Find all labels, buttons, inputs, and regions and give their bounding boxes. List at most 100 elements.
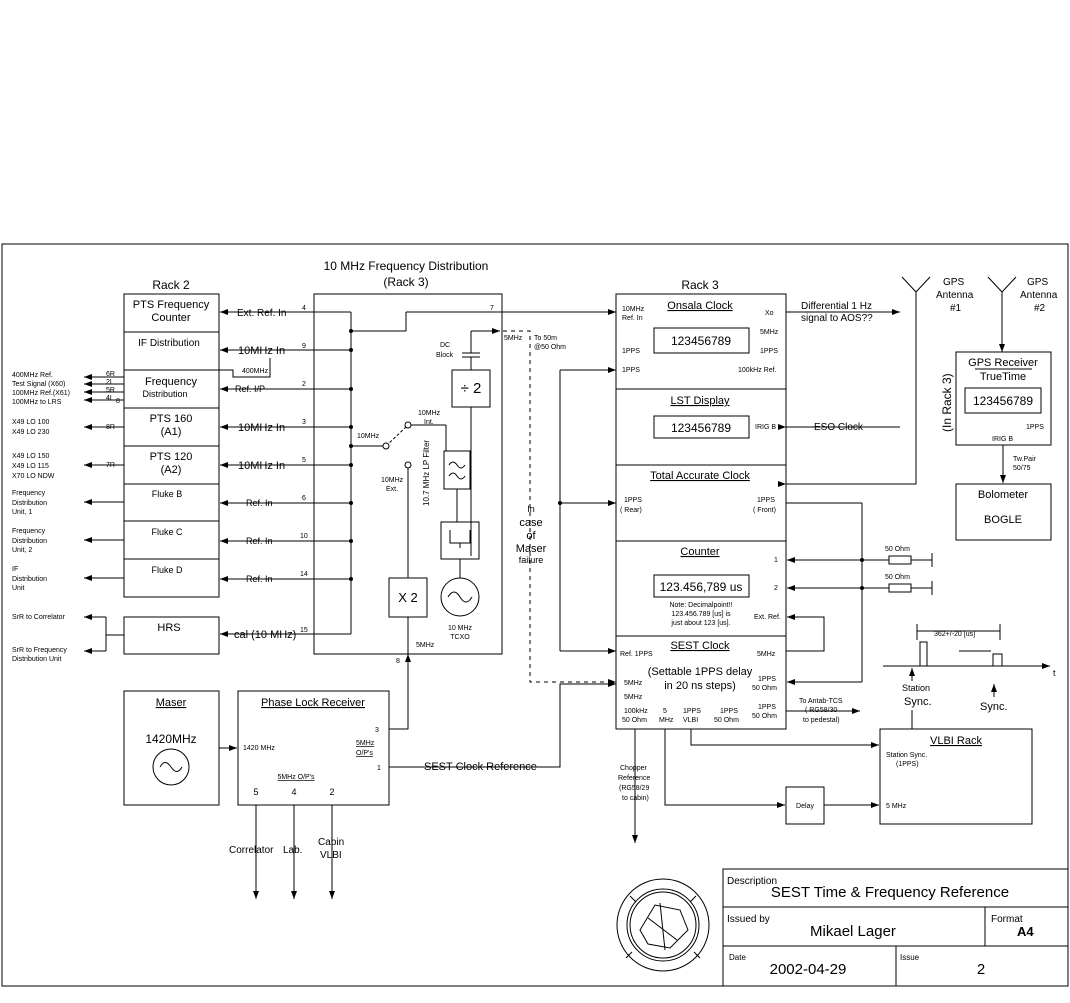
onsala-1pps-r: 1PPS xyxy=(760,348,778,355)
gps-receiver-subtitle: TrueTime xyxy=(980,371,1026,383)
hrs-label: HRS xyxy=(157,622,180,634)
counter-input-1: 1 xyxy=(774,557,778,564)
counter-input-2: 2 xyxy=(774,585,778,592)
observatory-seal-logo xyxy=(616,878,710,972)
switch-ext-2: Ext. xyxy=(386,486,398,493)
switch-ext: 10MHz xyxy=(381,477,404,484)
port-6r: 6R xyxy=(106,371,115,378)
onsala-5mhz: 5MHz xyxy=(760,329,779,336)
lst-display-box xyxy=(653,415,750,439)
lst-irig-b: IRIG B xyxy=(755,424,776,431)
port-15: 15 xyxy=(300,627,308,634)
gps-antenna-2-label-2: Antenna xyxy=(1020,290,1058,301)
link-10mhz-in-b: 10MHz In xyxy=(238,422,285,434)
sest-5mhz-l2: 5MHz xyxy=(624,694,643,701)
distribution-internals xyxy=(382,328,616,685)
pts120-sub: (A2) xyxy=(161,464,182,476)
sest-1pps-b-2: 50 Ohm xyxy=(714,717,739,724)
port-2l: 2L xyxy=(106,379,114,386)
onsala-clock-display: 123456789 xyxy=(671,334,731,348)
sest-100khz: 100kHz xyxy=(624,708,648,715)
issue-label: Issue xyxy=(900,953,920,962)
maser-oscillator-icon xyxy=(152,748,190,786)
sest-clock-reference-label: SEST Clock Reference xyxy=(424,761,537,773)
output-100mhz-ref: 100MHz Ref.(X61) xyxy=(12,390,70,397)
station-sync: Station xyxy=(902,683,930,693)
plr-5mhz-bottom: 5MHz O/P's xyxy=(277,774,315,781)
sest-1pps-50ohm-2: 50 Ohm xyxy=(752,685,777,692)
sest-5mhz-l1: 5MHz xyxy=(624,680,643,687)
rack3-title: Rack 3 xyxy=(681,278,719,292)
plr-port-5: 5 xyxy=(253,787,258,797)
issued-by-label: Issued by xyxy=(727,914,770,925)
tac-title: Total Accurate Clock xyxy=(650,470,750,482)
switch-int-2: Int. xyxy=(424,419,434,426)
chopper-label-3: (RG58/29 xyxy=(619,785,649,792)
tac-front-2: ( Front) xyxy=(753,507,776,514)
chopper-label-4: to cabin) xyxy=(622,795,649,802)
fluke-d-label: Fluke D xyxy=(151,565,183,575)
format-label: Format xyxy=(991,914,1023,925)
onsala-clock-display-box xyxy=(653,327,750,354)
rack3-block xyxy=(615,293,787,730)
counter-note-1: Note: Decimalpoint!! xyxy=(669,602,732,609)
bolometer-title: Bolometer xyxy=(978,489,1028,501)
port-8: 8 xyxy=(116,398,120,405)
antab-label-3: to pedestal) xyxy=(803,717,840,724)
onsala-100khz: 100kHz Ref. xyxy=(738,367,777,374)
counter-display-value: 123.456,789 us xyxy=(660,580,743,594)
plr-output-3: 3 xyxy=(375,727,379,734)
tcxo-label: 10 MHz xyxy=(448,625,473,632)
sest-1pps-vlbi-2: VLBI xyxy=(683,717,698,724)
frequency-distribution-label: Frequency xyxy=(145,376,197,388)
maser-failure-3: of xyxy=(526,530,536,542)
sest-5mhz-r: 5MHz xyxy=(757,651,776,658)
port-10: 10 xyxy=(300,533,308,540)
gps-display-box xyxy=(964,387,1042,414)
chopper-label: Chopper xyxy=(620,765,648,772)
title-block xyxy=(722,868,1069,987)
output-fdu2-3: Unit, 2 xyxy=(12,547,32,554)
counter-ext-ref: Ext. Ref. xyxy=(754,614,781,621)
onsala-1pps-l2: 1PPS xyxy=(622,367,640,374)
onsala-1pps-l1: 1PPS xyxy=(622,348,640,355)
frequency-distribution-label-2: Distribution xyxy=(142,389,187,399)
vlbi-rack-block xyxy=(879,728,1033,825)
counter-note-3: just about 123 [us]. xyxy=(670,620,730,627)
output-400mhz-ref: 400MHz Ref. xyxy=(12,372,53,379)
left-outputs: 400MHz Ref. Test Signal (X60) 100MHz Ref… xyxy=(12,371,124,663)
maser-failure-4: Maser xyxy=(516,543,547,555)
plr-port-2: 2 xyxy=(329,787,334,797)
port-8r: 8R xyxy=(106,424,115,431)
port-8-bottom: 8 xyxy=(396,658,400,665)
lst-display-title: LST Display xyxy=(670,395,730,407)
output-fdu1-3: Unit, 1 xyxy=(12,509,32,516)
diff-1hz-label: Differential 1 Hz xyxy=(801,301,872,312)
port-2: 2 xyxy=(302,381,306,388)
port-9: 9 xyxy=(302,343,306,350)
pts-frequency-counter-label: PTS Frequency xyxy=(133,299,210,311)
lp-filter-label: 10.7 MHz LP Filter xyxy=(422,440,431,506)
plr-5mhz-ops: 5MHz xyxy=(356,740,375,747)
sest-desc: (Settable 1PPS delay xyxy=(648,666,753,678)
bolometer-bogle: BOGLE xyxy=(984,514,1022,526)
to-sest-label-2: @50 Ohm xyxy=(534,344,566,351)
sest-100khz-2: 50 Ohm xyxy=(622,717,647,724)
output-fdu1-2: Distribution xyxy=(12,500,47,507)
sest-clock-title: SEST Clock xyxy=(670,640,730,652)
rack3-wiring xyxy=(558,292,933,685)
output-lab: Lab. xyxy=(283,845,302,856)
output-x49-lo-150: X49 LO 150 xyxy=(12,453,49,460)
link-ref-in-c: Ref. In xyxy=(246,574,273,584)
date-value: 2002-04-29 xyxy=(770,961,847,978)
plr-1420-input: 1420 MHz xyxy=(243,745,275,752)
lst-display-value: 123456789 xyxy=(671,421,731,435)
link-10mhz-in-a: 10MHz In xyxy=(238,345,285,357)
counter-display-box xyxy=(653,574,750,598)
distribution-title: 10 MHz Frequency Distribution xyxy=(324,259,489,273)
in-rack3-label: (In Rack 3) xyxy=(940,373,954,432)
onsala-clock-title: Onsala Clock xyxy=(667,300,733,312)
distribution-subtitle: (Rack 3) xyxy=(383,275,428,289)
switch-int: 10MHz xyxy=(418,410,441,417)
antab-label: To Antab-TCS xyxy=(799,698,843,705)
